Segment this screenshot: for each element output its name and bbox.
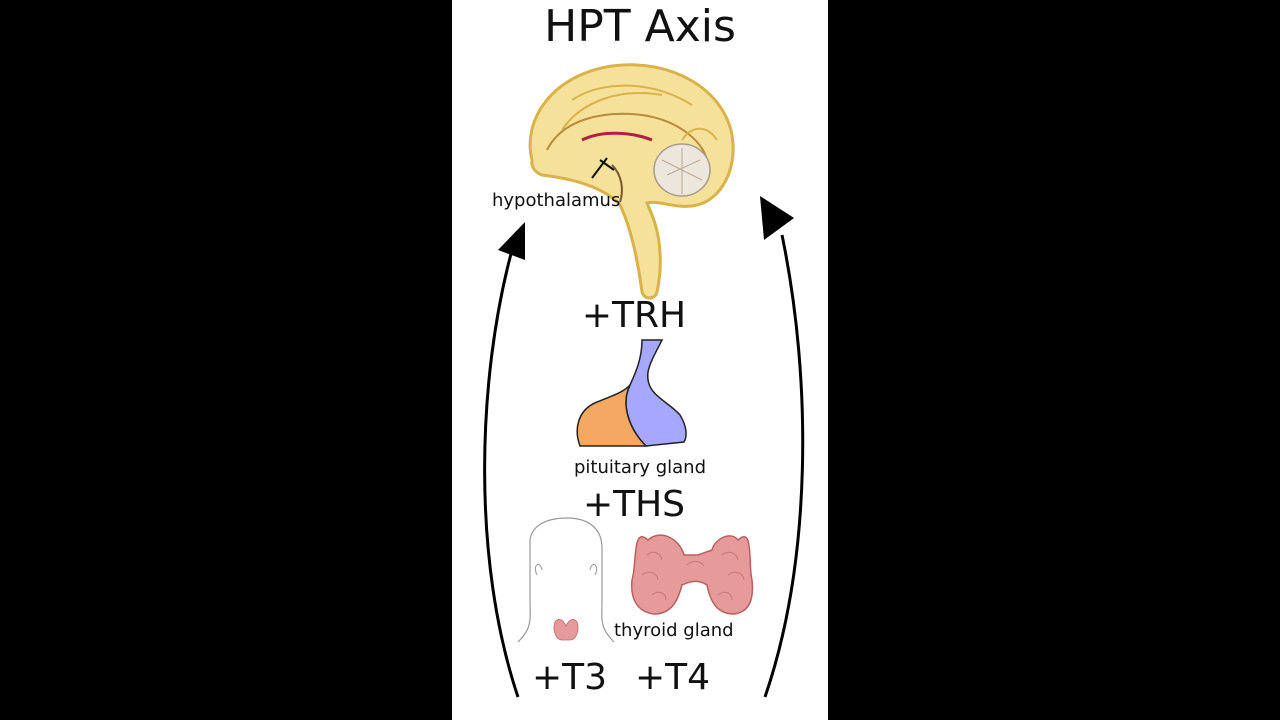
ths-label: +THS [582,484,686,525]
t4-label: +T4 [635,657,711,698]
t3-label: +T3 [532,657,608,698]
feedback-arrow-icon [483,196,805,698]
hypothalamus-label: hypothalamus [492,190,621,211]
diagram-title: HPT Axis [544,1,736,52]
pituitary-gland-icon [576,339,687,447]
pituitary-label: pituitary gland [573,457,707,478]
trh-label: +TRH [581,295,687,336]
brain-sagittal-icon [528,63,735,300]
head-outline-icon [517,517,615,643]
diagram-graphics [483,63,805,698]
diagram-panel: HPT Axis hypothalamus +TRH pituitary gla… [452,0,828,720]
thyroid-gland-icon [630,534,754,615]
thyroid-label: thyroid gland [614,620,734,641]
